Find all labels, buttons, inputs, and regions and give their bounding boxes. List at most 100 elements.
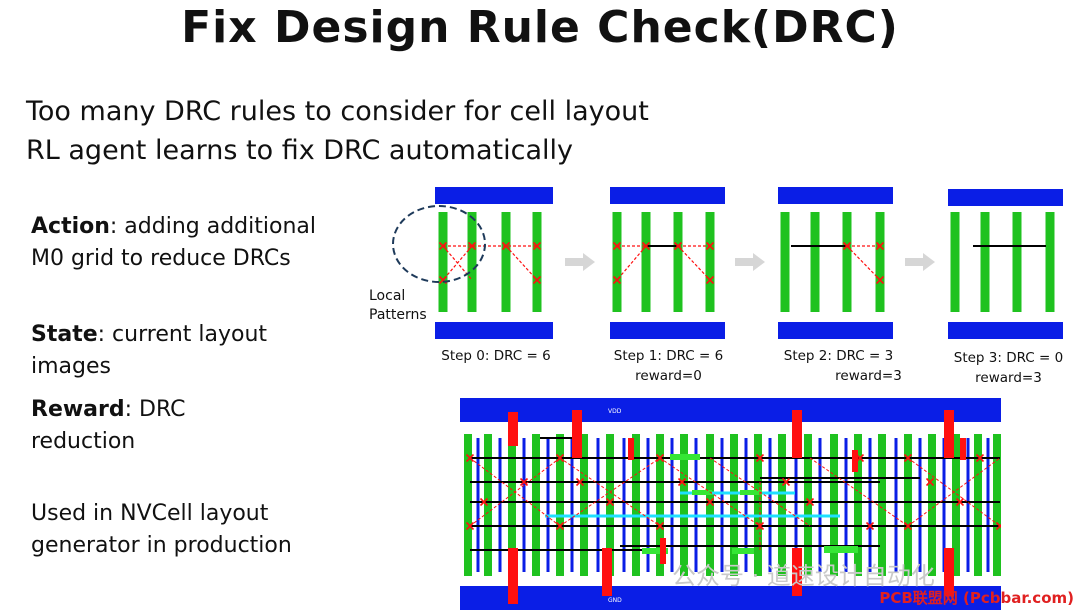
footer-credit: PCB联盟网 (Pcbbar.com) [879,589,1074,607]
layout-pin-11 [960,438,966,460]
step-3-reward: reward=3 [975,370,1042,386]
layout-pin-4 [508,548,518,604]
layout-x-23-stroke-b [955,497,965,507]
layout-x-7 [465,521,475,531]
layout-gate-18 [904,434,912,576]
layout-m1-9 [694,438,698,572]
layout-x-21-stroke-b [781,477,791,487]
step-2-gate-1 [810,212,820,312]
layout-m1-1 [498,438,502,572]
layout-x-4-stroke-b [855,453,865,463]
layout-pin-6 [792,548,802,596]
layout-gate-21 [974,434,982,576]
step-3-label: Step 3: DRC = 0 [953,350,1064,366]
layout-pin-5 [602,548,612,596]
layout-m1-2 [522,438,526,572]
layout-m1-6 [622,438,626,572]
vdd-label: VDD [608,408,622,415]
layout-x-18 [479,497,489,507]
step-2-reward: reward=3 [835,368,902,384]
layout-gate-8 [656,434,664,576]
layout-gate-3 [532,434,540,576]
layout-m1-5 [596,438,600,572]
step-1-violation-lines [616,245,711,281]
layout-x-6-stroke-b [975,453,985,463]
local-patterns-line-1: Local [369,288,406,304]
layout-gate-9 [680,434,688,576]
layout-m1-15 [844,438,848,572]
layout-x-21 [781,477,791,487]
layout-gate-0 [464,434,472,576]
step-3-gate-2 [1012,212,1022,312]
layout-violation-lines [469,457,1001,550]
layout-x-15-stroke-b [705,497,715,507]
layout-x-7-stroke-b [465,521,475,531]
layout-gnd-rail [460,586,1001,610]
layout-vdd-rail [460,398,1001,422]
step-1-gate-2 [673,212,683,312]
layout-x-2 [655,453,665,463]
step-1-gate-1 [641,212,651,312]
layout-x-15 [705,497,715,507]
layout-gate-20 [952,434,960,576]
layout-x-19-stroke-b [575,477,585,487]
local-pattern-circle [392,205,486,283]
layout-x-14-stroke-b [605,497,615,507]
layout-m1-19 [942,438,946,572]
step-1-violations [612,241,715,285]
layout-x-5 [903,453,913,463]
layout-x-17-stroke-b [925,477,935,487]
layout-m1-4 [570,438,574,572]
layout-x-13-stroke-b [519,477,529,487]
layout-pin-9 [852,450,858,472]
layout-pin-8 [628,438,634,460]
layout-gate-11 [730,434,738,576]
layout-pad-1 [642,548,668,554]
layout-gate-7 [632,434,640,576]
layout-x-13 [519,477,529,487]
step-0-panel [435,187,553,339]
gnd-label: GND [608,597,622,604]
layout-x-16 [805,497,815,507]
step-2-gate-3 [875,212,885,312]
layout-gate-1 [484,434,492,576]
layout-x-12-stroke-b [995,523,1001,531]
layout-pin-7 [944,548,954,596]
layout-x-12 [995,521,1001,531]
layout-x-0-stroke-b [465,453,475,463]
step-2-panel [778,187,893,339]
step-2-gate-2 [842,212,852,312]
layout-gate-13 [778,434,786,576]
layout-pad-2 [732,548,754,554]
layout-x-3-stroke-b [755,453,765,463]
reward-key: Reward [31,397,125,422]
step-2-gnd-rail [778,322,893,339]
layout-pin-10 [660,538,666,564]
step-2-violations [791,241,885,285]
step-1-vdd-rail [610,187,725,204]
layout-gate-17 [878,434,886,576]
layout-m1-12 [768,438,772,572]
step-arrow-2 [905,253,935,271]
layout-gate-19 [928,434,936,576]
layout-x-8 [555,521,565,531]
watermark: 公众号 · 道速设计自动化 [672,562,935,590]
layout-x-2-stroke-b [655,453,665,463]
layout-x-4 [855,453,865,463]
step-0-gate-2 [501,212,511,312]
step-1-reward: reward=0 [635,368,702,384]
step-0-gate-0 [438,212,448,312]
step-0-x-3 [532,241,542,251]
step-3-gate-3 [1045,212,1055,312]
state-key: State [31,322,98,347]
step-0-label: Step 0: DRC = 6 [441,348,551,364]
layout-x-9-stroke-b [655,521,665,531]
step-2-violation-lines [846,245,881,281]
layout-pad-3 [824,546,858,553]
step-0-gate-1 [467,212,477,312]
step-0-violations [392,205,542,285]
layout-gate-5 [580,434,588,576]
layout-x-11 [903,521,913,531]
layout-x-1-stroke-b [555,453,565,463]
step-1-panel [610,187,725,339]
